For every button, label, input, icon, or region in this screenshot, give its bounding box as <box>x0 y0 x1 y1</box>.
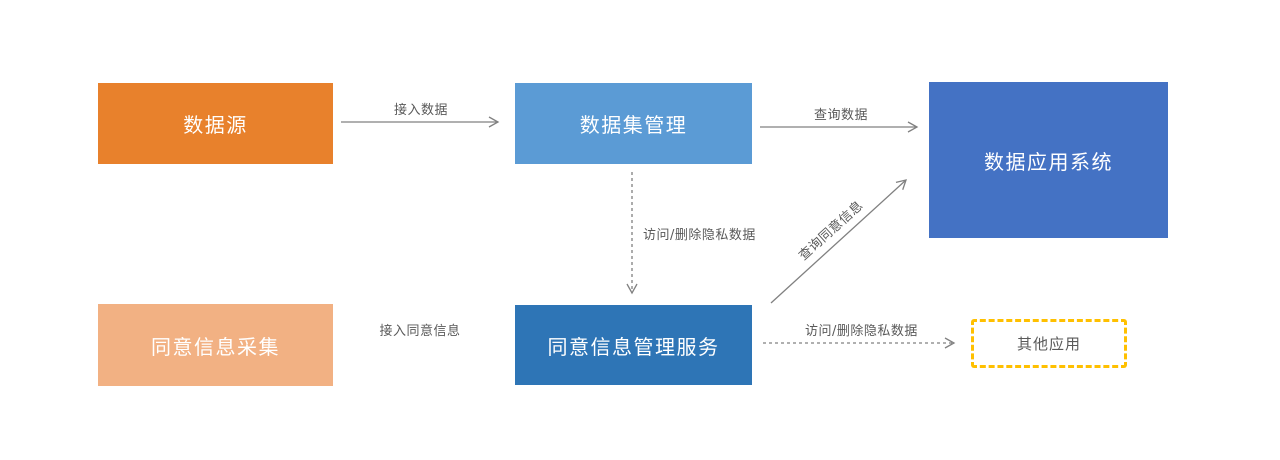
node-other-applications-label: 其他应用 <box>1016 335 1081 353</box>
edge-label-access-delete-private-data-right: 访问/删除隐私数据 <box>805 324 918 339</box>
edge-label-query-consent-info: 查询同意信息 <box>796 198 867 264</box>
node-other-applications: 其他应用 <box>971 319 1127 368</box>
node-consent-info-collection: 同意信息采集 <box>98 304 333 386</box>
node-consent-info-management-service: 同意信息管理服务 <box>515 305 752 385</box>
node-data-application-system-label: 数据应用系统 <box>984 149 1113 174</box>
node-dataset-management: 数据集管理 <box>515 83 752 164</box>
node-dataset-management-label: 数据集管理 <box>579 113 688 137</box>
node-data-source-label: 数据源 <box>183 113 248 137</box>
node-data-source: 数据源 <box>98 83 333 164</box>
arrow-query-consent <box>770 179 907 304</box>
edge-label-access-delete-private-data-mid: 访问/删除隐私数据 <box>643 228 756 243</box>
edge-label-query-data: 查询数据 <box>813 108 868 123</box>
node-consent-info-collection-label: 同意信息采集 <box>151 334 280 359</box>
node-consent-info-management-service-label: 同意信息管理服务 <box>547 334 720 359</box>
node-data-application-system: 数据应用系统 <box>929 82 1168 238</box>
edge-label-access-consent-info: 接入同意信息 <box>379 324 461 339</box>
edge-label-access-data: 接入数据 <box>393 103 448 118</box>
